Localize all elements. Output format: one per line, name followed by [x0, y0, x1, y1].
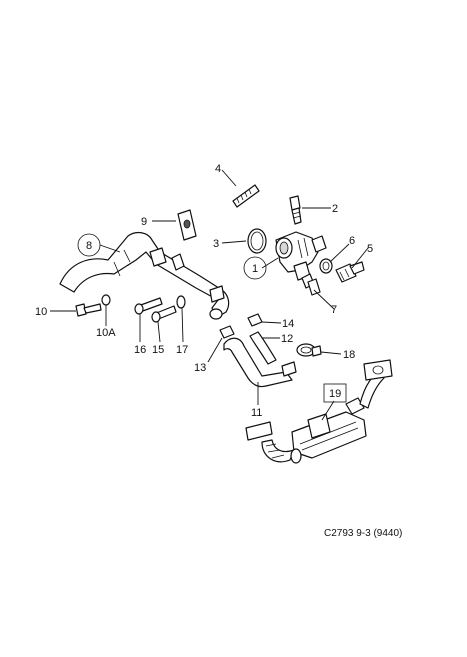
- label-9: 9: [141, 216, 147, 228]
- part-18-clamp: [296, 343, 322, 357]
- part-9-gasket-plate: [177, 209, 197, 241]
- part-10-bolt: [75, 303, 102, 317]
- label-6: 6: [349, 235, 355, 247]
- callout-19-box: [323, 383, 347, 403]
- label-18: 18: [343, 349, 355, 361]
- label-13: 13: [194, 362, 206, 374]
- part-6-seal: [319, 258, 333, 274]
- part-4-stud: [232, 184, 260, 208]
- part-12-hose: [249, 331, 277, 365]
- label-7: 7: [331, 304, 337, 316]
- part-8-coolant-pipe: [59, 231, 230, 320]
- part-1-thermostat-housing: [275, 231, 327, 281]
- label-5: 5: [367, 243, 373, 255]
- label-12: 12: [281, 333, 293, 345]
- part-16-bolt: [134, 297, 163, 315]
- label-17: 17: [176, 344, 188, 356]
- callout-1-circle: [243, 256, 267, 280]
- part-3-o-ring: [247, 228, 267, 254]
- label-11: 11: [251, 407, 262, 419]
- label-8: 8: [86, 240, 92, 252]
- label-10a: 10A: [96, 327, 116, 339]
- part-7-bolt: [301, 273, 321, 296]
- part-2-bleed-screw: [289, 195, 302, 225]
- leader-lines: [50, 169, 369, 421]
- label-3: 3: [213, 238, 219, 250]
- part-5-sensor: [335, 261, 365, 283]
- part-19-egr-cooler: [245, 359, 393, 464]
- callout-8-circle: [77, 233, 101, 257]
- label-19: 19: [329, 388, 341, 400]
- part-14-hose-clip: [247, 313, 263, 327]
- label-2: 2: [332, 203, 338, 215]
- label-10: 10: [35, 306, 47, 318]
- part-15-bolt: [151, 305, 177, 323]
- label-15: 15: [152, 344, 164, 356]
- label-14: 14: [282, 318, 294, 330]
- label-1: 1: [252, 263, 258, 275]
- part-10a-washer: [101, 294, 111, 306]
- label-16: 16: [134, 344, 146, 356]
- part-13-hose-clip: [219, 325, 235, 339]
- reference-code: C2793 9-3 (9440): [324, 528, 402, 539]
- part-17-washer: [176, 295, 186, 309]
- label-4: 4: [215, 163, 221, 175]
